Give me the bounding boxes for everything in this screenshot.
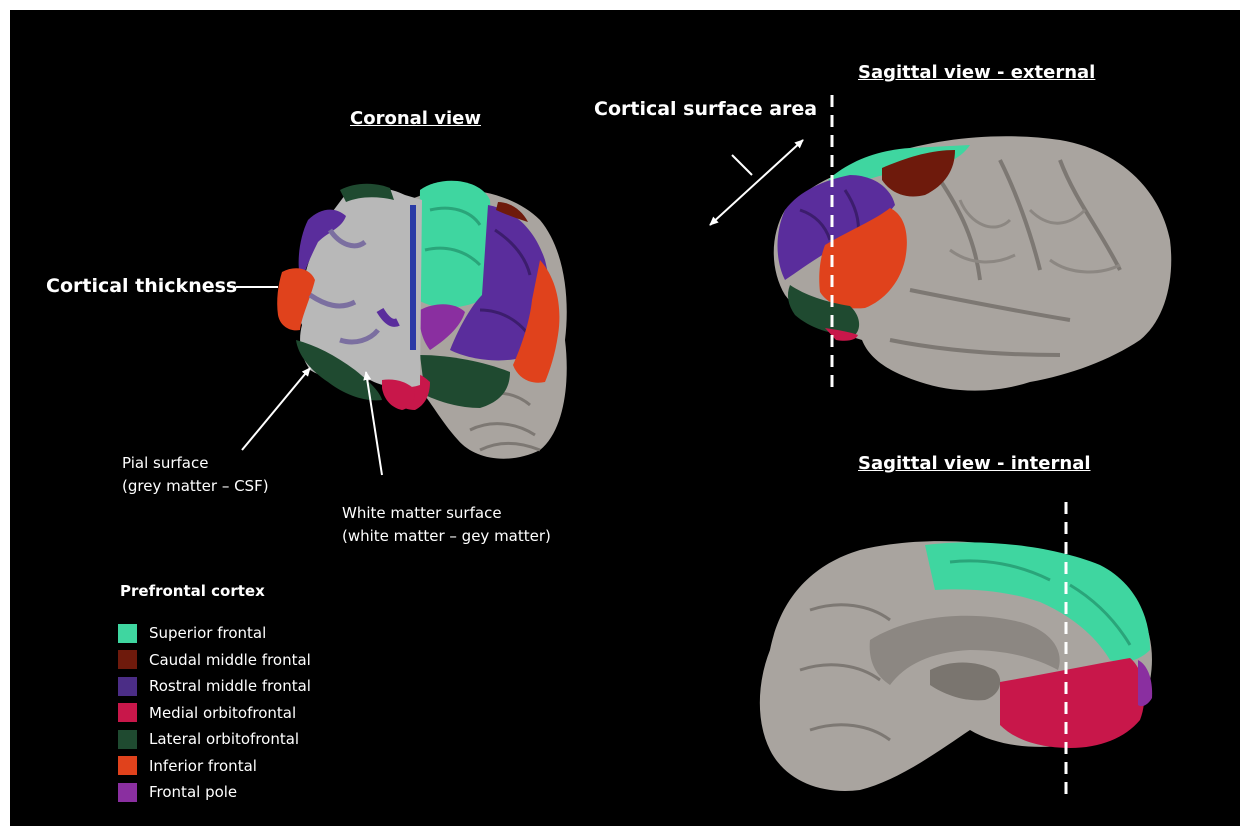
- white-matter-line1: White matter surface: [342, 502, 551, 525]
- legend-item-lateral-orbitofrontal: Lateral orbitofrontal: [118, 726, 311, 753]
- figure-canvas: Coronal view Sagittal view - external Sa…: [10, 10, 1240, 826]
- legend-title: Prefrontal cortex: [120, 582, 265, 600]
- legend-item-inferior-frontal: Inferior frontal: [118, 753, 311, 780]
- legend-swatch: [118, 703, 137, 722]
- sagittal-internal-title: Sagittal view - internal: [858, 453, 1091, 474]
- sagittal-internal-brain: [760, 502, 1152, 800]
- surface-area-pointer: [732, 155, 752, 175]
- cortical-thickness-label: Cortical thickness: [46, 275, 237, 297]
- pial-surface-arrow: [242, 368, 310, 450]
- cortical-surface-area-label: Cortical surface area: [594, 98, 817, 120]
- legend-swatch: [118, 624, 137, 643]
- pial-surface-line2: (grey matter – CSF): [122, 475, 269, 498]
- legend-swatch: [118, 783, 137, 802]
- legend-label: Inferior frontal: [149, 757, 257, 775]
- sagittal-external-title: Sagittal view - external: [858, 62, 1095, 83]
- legend-item-medial-orbitofrontal: Medial orbitofrontal: [118, 700, 311, 727]
- legend-label: Lateral orbitofrontal: [149, 730, 299, 748]
- white-matter-line2: (white matter – gey matter): [342, 525, 551, 548]
- legend-swatch: [118, 756, 137, 775]
- legend-label: Medial orbitofrontal: [149, 704, 296, 722]
- coronal-brain: [277, 181, 567, 459]
- legend-swatch: [118, 730, 137, 749]
- legend-item-superior-frontal: Superior frontal: [118, 620, 311, 647]
- legend-item-rostral-middle-frontal: Rostral middle frontal: [118, 673, 311, 700]
- legend-label: Rostral middle frontal: [149, 677, 311, 695]
- legend-swatch: [118, 650, 137, 669]
- coronal-superior-frontal: [418, 181, 491, 308]
- legend-item-caudal-middle-frontal: Caudal middle frontal: [118, 647, 311, 674]
- pial-surface-label: Pial surface (grey matter – CSF): [122, 452, 269, 498]
- coronal-view-title: Coronal view: [350, 108, 481, 129]
- coronal-ribbon-midline: [410, 205, 416, 350]
- sagittal-external-brain: [710, 95, 1171, 395]
- legend: Superior frontal Caudal middle frontal R…: [118, 620, 311, 806]
- legend-label: Superior frontal: [149, 624, 266, 642]
- white-matter-surface-label: White matter surface (white matter – gey…: [342, 502, 551, 548]
- legend-label: Frontal pole: [149, 783, 237, 801]
- pial-surface-line1: Pial surface: [122, 452, 269, 475]
- legend-item-frontal-pole: Frontal pole: [118, 779, 311, 806]
- legend-label: Caudal middle frontal: [149, 651, 311, 669]
- legend-swatch: [118, 677, 137, 696]
